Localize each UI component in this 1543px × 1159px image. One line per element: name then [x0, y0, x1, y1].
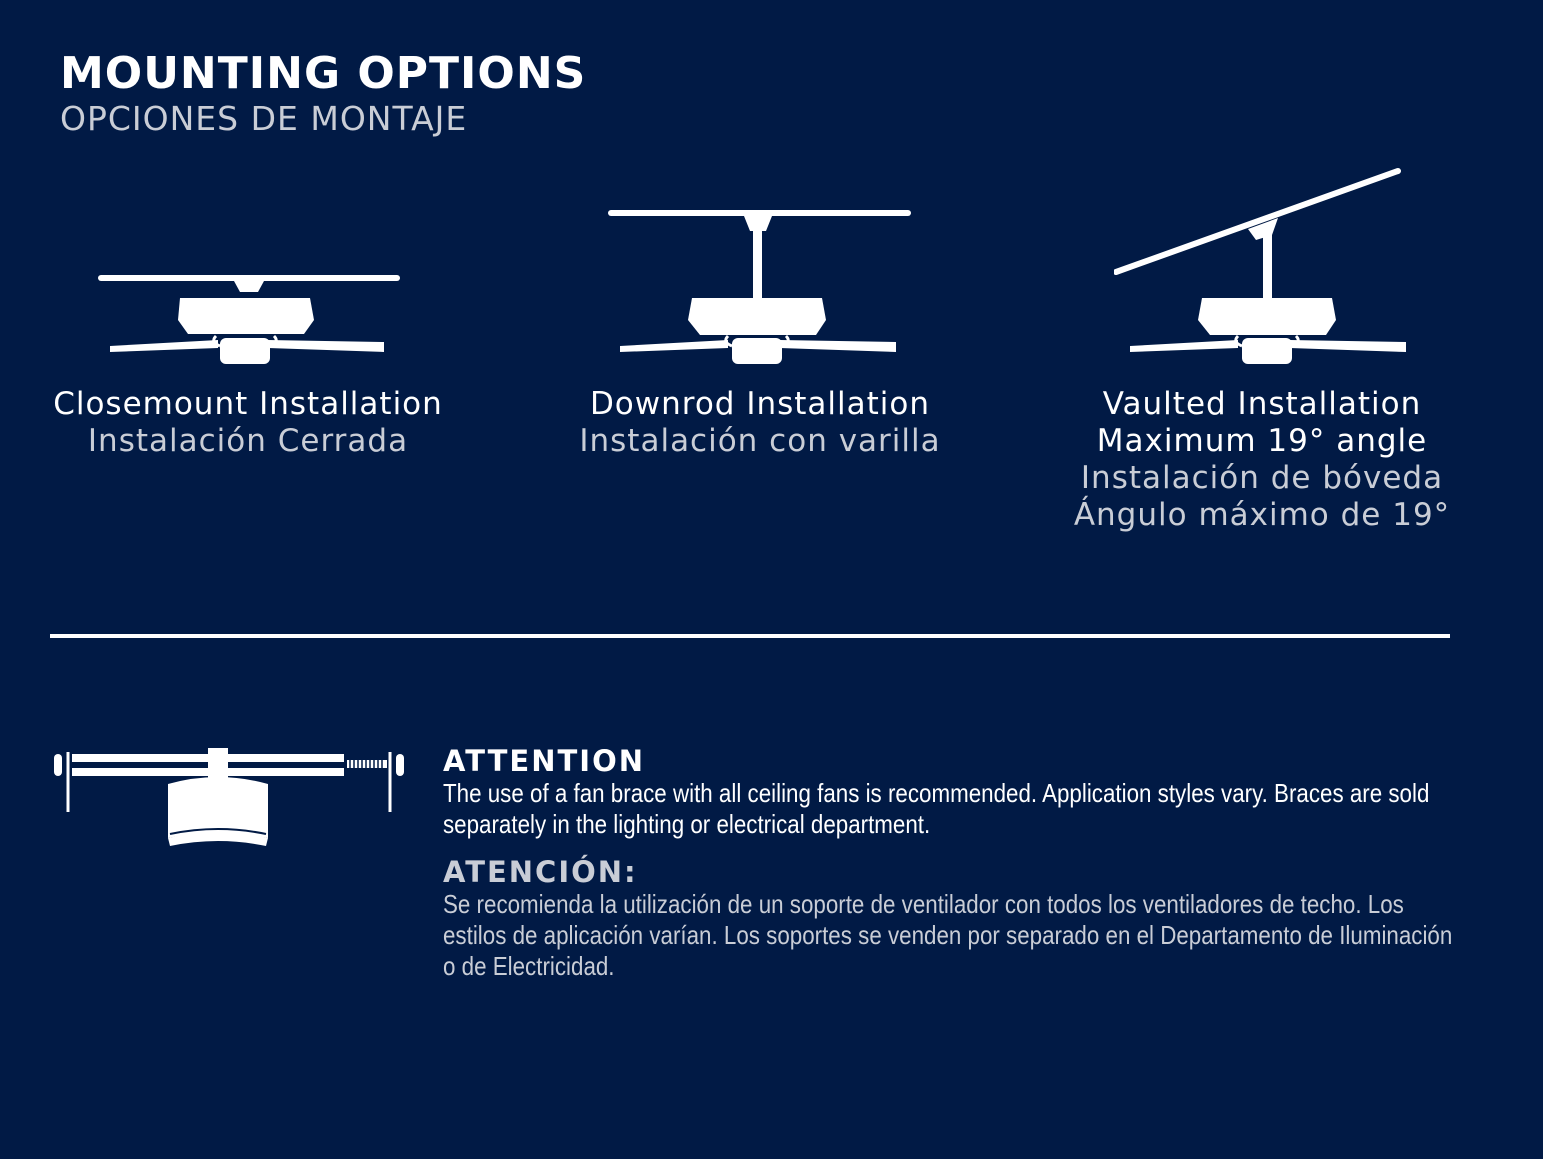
atencion-heading: ATENCIÓN: [443, 855, 638, 889]
downrod-label-es: Instalación con varilla [579, 423, 941, 459]
vaulted-label-en: Vaulted Installation [1102, 386, 1422, 422]
vaulted-angle-es: Ángulo máximo de 19° [1073, 497, 1451, 533]
vaulted-angle-en: Maximum 19° angle [1096, 423, 1428, 459]
vaulted-label-es: Instalación de bóveda [1080, 460, 1444, 496]
downrod-label-en: Downrod Installation [589, 386, 931, 422]
downrod-label: Downrod Installation Instalación con var… [510, 386, 1010, 460]
atencion-body: Se recomienda la utilización de un sopor… [443, 889, 1453, 981]
downrod-fan-icon [608, 210, 911, 364]
attention-notice-en: ATTENTION The use of a fan brace with al… [443, 744, 1463, 840]
closemount-fan-icon [98, 275, 400, 364]
page-title: MOUNTING OPTIONS [60, 48, 587, 99]
closemount-label-es: Instalación Cerrada [87, 423, 409, 459]
section-divider [50, 634, 1450, 638]
closemount-label: Closemount Installation Instalación Cerr… [0, 386, 498, 460]
attention-heading: ATTENTION [443, 744, 645, 778]
fan-brace-icon [54, 748, 404, 846]
page-subtitle: OPCIONES DE MONTAJE [60, 99, 468, 138]
closemount-label-en: Closemount Installation [53, 386, 443, 422]
attention-notice-es: ATENCIÓN: Se recomienda la utilización d… [443, 855, 1463, 982]
vaulted-label: Vaulted Installation Maximum 19° angle I… [1012, 386, 1512, 534]
vaulted-fan-icon [1114, 168, 1406, 364]
attention-body: The use of a fan brace with all ceiling … [443, 778, 1430, 839]
